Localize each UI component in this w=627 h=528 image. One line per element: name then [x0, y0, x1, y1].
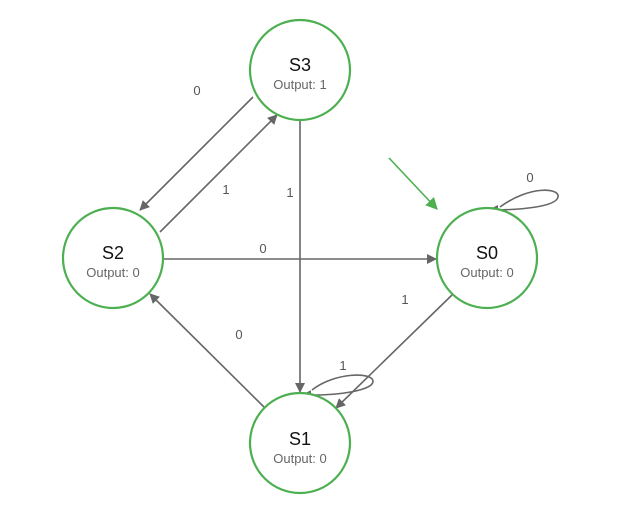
edge-label-s1-to-s2: 0 — [235, 327, 242, 342]
state-s2-output: Output: 0 — [86, 265, 139, 280]
edge-label-s3-to-s1: 1 — [286, 185, 293, 200]
state-s3[interactable]: S3 Output: 1 — [248, 18, 352, 122]
edge-label-s3-to-s2: 0 — [193, 83, 200, 98]
initial-state-arrow — [388, 157, 438, 210]
state-s1[interactable]: S1 Output: 0 — [248, 391, 352, 495]
edge-s2-to-s3 — [159, 114, 278, 233]
state-s2-name: S2 — [102, 243, 124, 263]
state-s3-output: Output: 1 — [273, 77, 326, 92]
state-s3-circle — [248, 18, 352, 122]
transitions: 0 1 1 0 0 1 1 0 — [139, 83, 559, 409]
states: S3 Output: 1 S2 Output: 0 S0 Output: 0 S… — [61, 18, 539, 495]
edge-s3-to-s2 — [139, 96, 254, 211]
state-s0-circle — [435, 206, 539, 310]
edge-label-s0-self-loop: 0 — [526, 170, 533, 185]
edge-label-s0-to-s1: 1 — [401, 292, 408, 307]
state-s1-output: Output: 0 — [273, 451, 326, 466]
state-s1-name: S1 — [289, 429, 311, 449]
edge-s0-to-s1 — [335, 294, 453, 409]
edge-s1-self-loop — [301, 374, 374, 401]
state-s2[interactable]: S2 Output: 0 — [61, 206, 165, 310]
edge-s0-self-loop — [488, 189, 559, 215]
state-s0-output: Output: 0 — [460, 265, 513, 280]
edge-s1-to-s2 — [149, 293, 265, 408]
state-s3-name: S3 — [289, 55, 311, 75]
edge-label-s1-self-loop: 1 — [339, 358, 346, 373]
state-s2-circle — [61, 206, 165, 310]
state-s0-name: S0 — [476, 243, 498, 263]
state-s1-circle — [248, 391, 352, 495]
state-s0[interactable]: S0 Output: 0 — [435, 206, 539, 310]
edge-label-s2-to-s0: 0 — [259, 241, 266, 256]
edge-label-s2-to-s3: 1 — [222, 182, 229, 197]
